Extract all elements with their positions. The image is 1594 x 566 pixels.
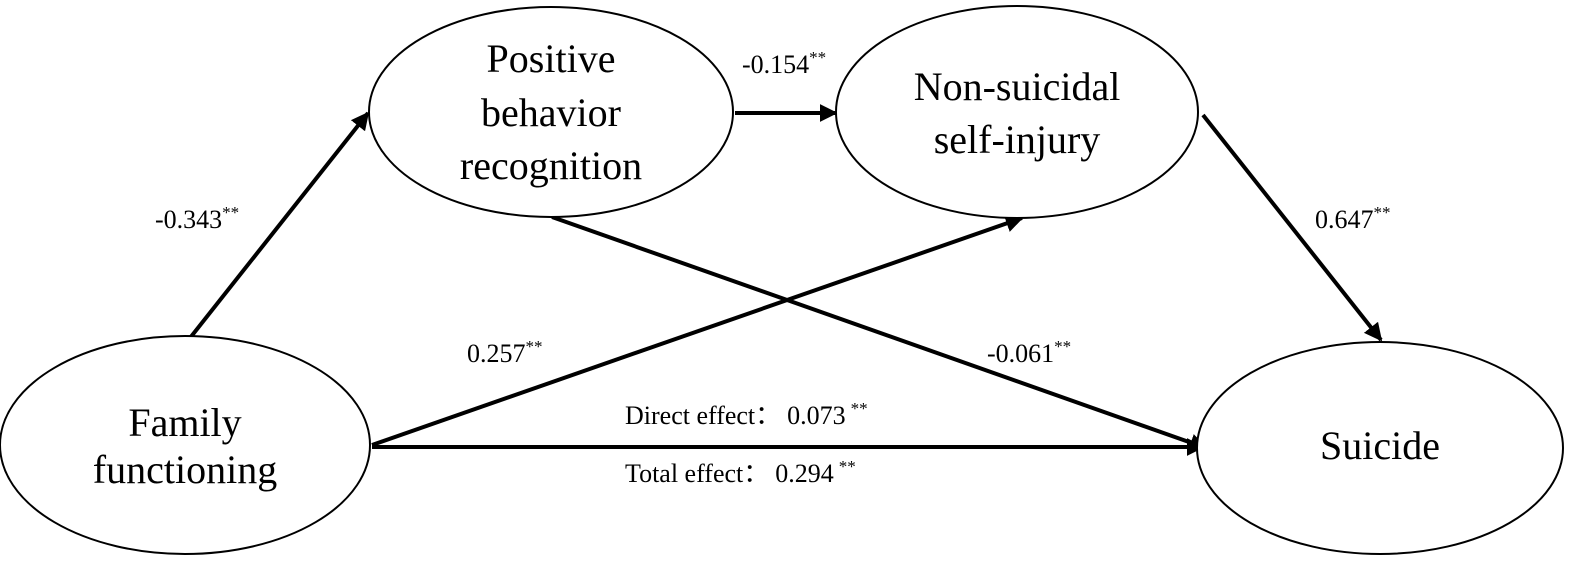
node-pbr-line-1: Positive (487, 36, 616, 81)
coef-pbr-to-nssi-value: -0.154 (742, 50, 809, 79)
node-suicide: Suicide (1196, 341, 1564, 555)
node-suicide-label: Suicide (1320, 423, 1440, 468)
coef-family-to-pbr-value: -0.343 (155, 205, 222, 234)
coef-family-to-pbr-sig: ** (222, 203, 239, 222)
coef-nssi-to-suicide: 0.647** (1315, 203, 1391, 234)
arrow-pbr-to-suicide (551, 215, 1208, 452)
coef-nssi-to-suicide-sig: ** (1374, 203, 1391, 222)
total-effect-label: Total effect：0.294 ** (625, 457, 856, 488)
total-effect-text: Total effect： (625, 459, 769, 488)
coef-pbr-to-suicide-value: -0.061 (987, 339, 1054, 368)
coef-pbr-to-suicide-sig: ** (1054, 337, 1071, 356)
direct-effect-label: Direct effect：0.073 ** (625, 399, 868, 430)
coef-family-to-pbr: -0.343** (155, 203, 239, 234)
node-pbr-line-2: behavior (481, 90, 621, 135)
coef-family-to-nssi: 0.257** (467, 337, 543, 368)
coef-pbr-to-nssi-sig: ** (809, 48, 826, 67)
coef-nssi-to-suicide-value: 0.647 (1315, 205, 1374, 234)
node-pbr-line-3: recognition (460, 143, 642, 188)
total-effect-sig: ** (839, 457, 856, 476)
arrow-nssi-to-suicide (1201, 113, 1383, 342)
direct-effect-text: Direct effect： (625, 401, 781, 430)
node-nssi-line-2: self-injury (934, 117, 1101, 162)
direct-effect-value: 0.073 (787, 401, 846, 430)
direct-effect-sig: ** (851, 399, 868, 418)
node-nssi-line-1: Non-suicidal (914, 64, 1121, 109)
node-family-functioning: Family functioning (0, 335, 371, 555)
node-positive-behavior-recognition: Positive behavior recognition (368, 6, 734, 218)
node-family-line-2: functioning (93, 447, 277, 492)
coef-pbr-to-nssi: -0.154** (742, 48, 826, 79)
coef-family-to-nssi-value: 0.257 (467, 339, 526, 368)
arrow-family-to-nssi (371, 214, 1024, 447)
total-effect-value: 0.294 (775, 459, 834, 488)
coef-family-to-nssi-sig: ** (526, 337, 543, 356)
node-family-line-1: Family (128, 400, 241, 445)
arrow-family-to-pbr (188, 111, 370, 340)
node-non-suicidal-self-injury: Non-suicidal self-injury (835, 5, 1199, 219)
coef-pbr-to-suicide: -0.061** (987, 337, 1071, 368)
